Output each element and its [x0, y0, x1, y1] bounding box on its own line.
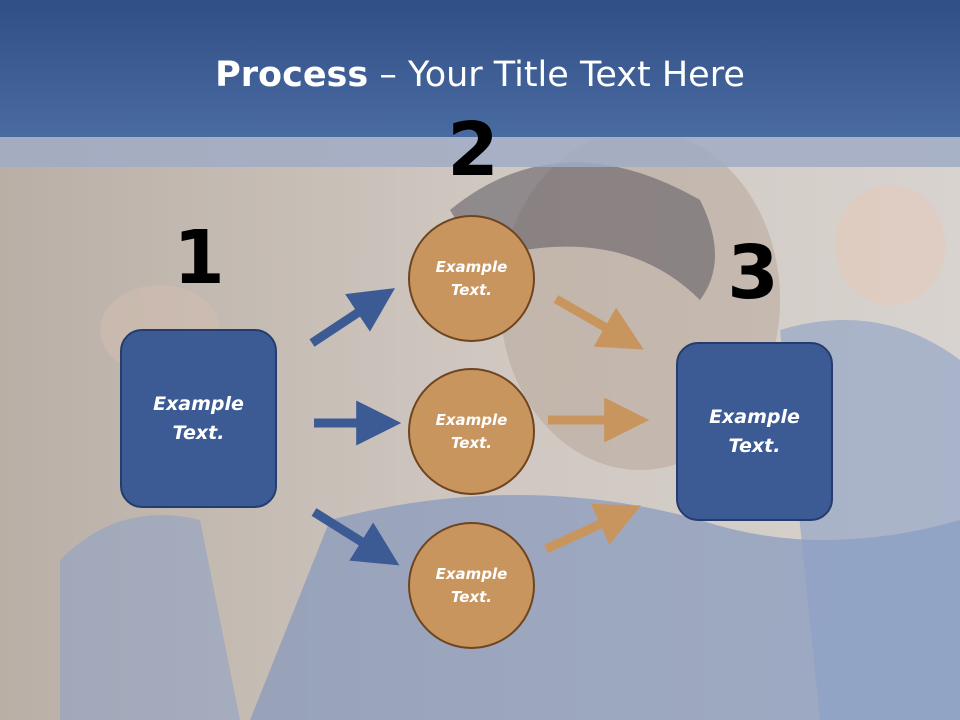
circle-middle-line2: Text. — [450, 433, 492, 452]
step-3-text-line2: Text. — [728, 434, 781, 457]
step-3-text-line1: Example — [709, 405, 800, 428]
slide-title: Process – Your Title Text Here — [0, 52, 960, 98]
step-number-3: 3 — [727, 230, 779, 316]
circle-bottom-line1: Example — [435, 564, 508, 583]
circle-middle-line1: Example — [435, 410, 508, 429]
title-bold: Process — [215, 55, 369, 95]
title-underband — [0, 137, 960, 167]
circle-top-line1: Example — [435, 257, 508, 276]
step-1-text-line1: Example — [153, 392, 244, 415]
circle-bottom-line2: Text. — [450, 587, 492, 606]
step-number-2: 2 — [447, 107, 499, 193]
circle-top-line2: Text. — [450, 280, 492, 299]
step-number-1: 1 — [173, 215, 225, 301]
step-1-text-line2: Text. — [172, 421, 225, 444]
title-rest: – Your Title Text Here — [368, 55, 745, 95]
title-bar — [0, 0, 960, 137]
